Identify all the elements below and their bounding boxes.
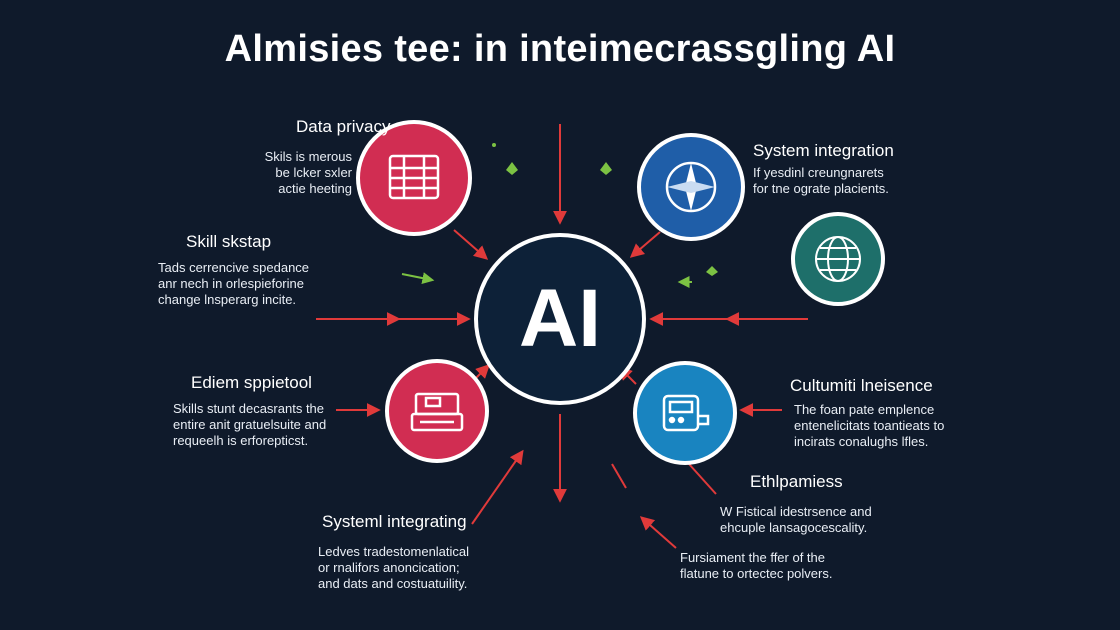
system-integrating-description: Ledves tradestomenlatical or rnalifors a…: [318, 544, 469, 592]
cultumiti-heading: Cultumiti lneisence: [790, 376, 933, 395]
description-line: The foan pate emplence: [794, 402, 935, 417]
connector-arrows: [316, 124, 808, 549]
description-line: and dats and costuatuility.: [318, 576, 468, 591]
description-line: or rnalifors anoncication;: [318, 560, 460, 575]
description-line: If yesdinl creungnarets: [753, 165, 884, 180]
description-line: entire anit gratuelsuite and: [173, 417, 327, 432]
data-privacy-description: Skils is merous be lcker sxler actie hee…: [232, 149, 352, 197]
description-line: flatune to ortectec polvers.: [680, 566, 833, 581]
description-line: Skils is merous: [264, 149, 352, 164]
description-line: entenelicitats toantieats to: [794, 418, 945, 433]
green-accents: [401, 143, 718, 288]
arrow-privacy: [453, 229, 489, 260]
ai-hub: [474, 233, 646, 405]
arrow-fursia: [639, 516, 677, 549]
ethlpamiess-heading: Ethlpamiess: [750, 472, 843, 491]
system-integration-description: If yesdinl creungnarets for tne ograte p…: [753, 165, 889, 197]
description-line: be lcker sxler: [275, 165, 352, 180]
ai-hub-label: AI: [519, 273, 601, 364]
system-integration-heading: System integration: [753, 141, 894, 160]
ediem-description: Skills stunt decasrants the entire anit …: [173, 401, 326, 449]
description-line: Fursiament the ffer of the: [680, 550, 825, 565]
ediem-heading: Ediem sppietool: [191, 373, 312, 392]
data-privacy-node: [356, 120, 472, 236]
description-line: Skills stunt decasrants the: [173, 401, 325, 416]
ediem-node: [385, 359, 489, 463]
description-line: for tne ograte placients.: [753, 181, 889, 196]
arrow-sys-up: [471, 449, 524, 525]
system-integrating-heading: Systeml integrating: [322, 512, 467, 531]
description-line: incirats conalughs lfles.: [794, 434, 929, 449]
description-line: change lnsperarg incite.: [158, 292, 297, 307]
skill-skstap-description: Tads cerrencive spedance anr nech in orl…: [158, 260, 309, 308]
green-dot: [492, 143, 496, 147]
cultumiti-node: [633, 361, 737, 465]
skill-skstap-heading: Skill skstap: [186, 232, 272, 251]
compass-icon: [665, 161, 717, 213]
document-grid-icon: [388, 154, 440, 200]
fursiament-description: Fursiament the ffer of the flatune to or…: [680, 550, 832, 582]
page-title: Almisies tee: in inteimecrassgling AI: [224, 28, 896, 70]
description-line: requeelh is erforepticst.: [173, 433, 309, 448]
leaf-icon: [706, 266, 718, 276]
arrow-mid-down: [611, 463, 627, 489]
leaf-icon: [600, 162, 612, 175]
system-integration-node: [637, 133, 745, 241]
device-icon: [662, 394, 710, 432]
description-line: W Fistical idestrsence and: [720, 504, 872, 519]
cash-register-icon: [410, 392, 464, 432]
cultumiti-description: The foan pate emplence entenelicitats to…: [794, 402, 944, 450]
arrow-integration: [629, 231, 661, 258]
ethlpamiess-description: W Fistical idestrsence and ehcuple lansa…: [720, 504, 872, 536]
description-line: ehcuple lansagocescality.: [720, 520, 868, 535]
green-arrow: [401, 272, 435, 285]
globe-node: [791, 212, 885, 306]
globe-icon: [815, 236, 861, 282]
description-line: Tads cerrencive spedance: [158, 260, 310, 275]
data-privacy-heading: Data privacy: [296, 117, 391, 136]
leaf-icon: [506, 162, 518, 175]
description-line: Ledves tradestomenlatical: [318, 544, 470, 559]
description-line: actie heeting: [278, 181, 352, 196]
description-line: anr nech in orlespieforine: [158, 276, 304, 291]
